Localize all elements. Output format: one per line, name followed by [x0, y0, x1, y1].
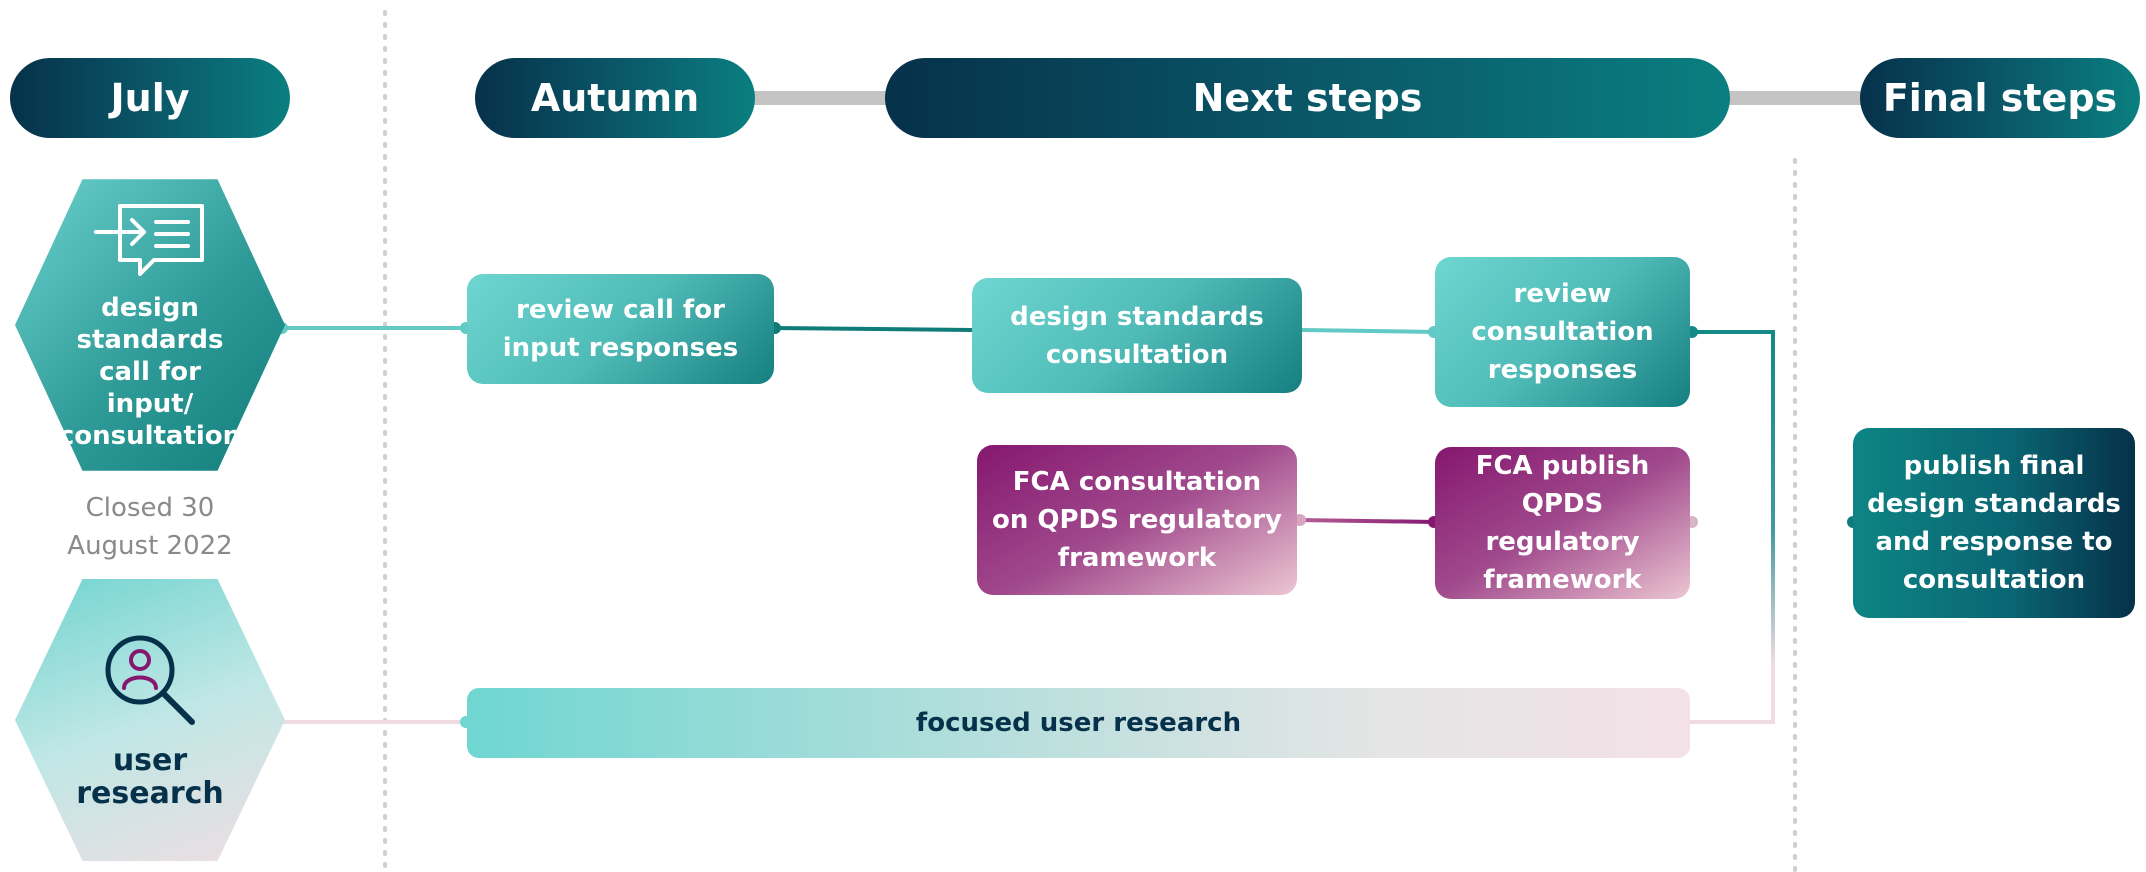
hex-call-for-input: design standards call for input/ consult… — [15, 179, 285, 471]
box-fca-consultation: FCA consultation on QPDS regulatory fram… — [977, 445, 1297, 595]
box-design-standards-consultation: design standards consultation — [972, 278, 1302, 393]
link-fca-consultation-publish — [1297, 518, 1437, 524]
box-fca-publish-label: FCA publish QPDS regulatory framework — [1475, 451, 1650, 595]
bar-focused-user-research: focused user research — [467, 688, 1690, 758]
phase-next-steps: Next steps — [885, 58, 1730, 138]
user-search-icon — [105, 635, 195, 725]
phase-autumn: Autumn — [475, 58, 755, 138]
box-review-call-responses-label: review call for input responses — [502, 295, 739, 363]
box-design-standards-consultation-label: design standards consultation — [1010, 301, 1264, 370]
box-review-consultation-responses-label: review consultation responses — [1471, 279, 1654, 385]
box-publish-final-label: publish final design standards and respo… — [1867, 451, 2121, 595]
phase-july: July — [10, 58, 290, 138]
phase-final-steps-label: Final steps — [1882, 76, 2118, 120]
phase-july-label: July — [110, 76, 190, 120]
link-design-review-consultation — [1301, 328, 1437, 334]
box-review-call-responses: review call for input responses — [467, 274, 774, 384]
hex-user-research: user research — [15, 579, 285, 861]
closed-note-text: Closed 30 August 2022 — [67, 493, 233, 561]
closed-note: Closed 30 August 2022 — [40, 489, 260, 565]
phase-next-steps-label: Next steps — [1192, 76, 1423, 120]
phase-final-steps: Final steps — [1860, 58, 2140, 138]
document-input-icon — [94, 204, 204, 276]
box-fca-consultation-label: FCA consultation on QPDS regulatory fram… — [991, 467, 1283, 573]
box-publish-final: publish final design standards and respo… — [1853, 428, 2135, 618]
link-review-consultation-vertical — [1690, 330, 1775, 724]
phase-autumn-label: Autumn — [530, 76, 700, 120]
box-fca-publish: FCA publish QPDS regulatory framework — [1435, 447, 1690, 599]
link-review-call-design — [772, 326, 974, 332]
hex-call-for-input-label: design standards call for input/ consult… — [58, 293, 242, 451]
node-dot — [1294, 514, 1306, 526]
hex-user-research-label: user research — [76, 743, 224, 811]
box-review-consultation-responses: review consultation responses — [1435, 257, 1690, 407]
bar-focused-user-research-label: focused user research — [915, 708, 1242, 738]
